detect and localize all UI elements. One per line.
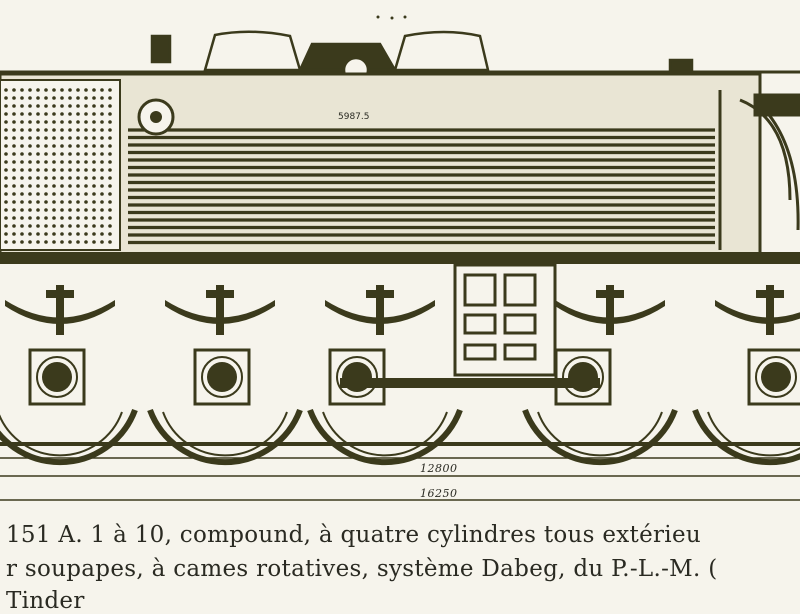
top-marks <box>376 15 407 20</box>
caption-line-1: 151 A. 1 à 10, compound, à quatre cylind… <box>6 522 701 548</box>
leaf-springs <box>5 285 800 335</box>
boiler-tubes <box>128 128 715 245</box>
axle-boxes <box>28 348 800 406</box>
running-board <box>0 252 800 264</box>
caption-line-3: Tinder <box>6 588 85 614</box>
driving-wheels <box>0 408 800 466</box>
locomotive-drawing <box>0 15 800 501</box>
smokebox-front <box>718 90 800 250</box>
firebox-staybolts <box>0 79 121 251</box>
cylinder-block <box>453 263 557 377</box>
caption-line-2: r soupapes, à cames rotatives, système D… <box>6 556 718 582</box>
dimension-lines <box>0 457 800 501</box>
dimension-outer-label: 16250 <box>420 487 458 500</box>
document-page: 5987.5 12800 16250 151 A. 1 à 10, compou… <box>0 15 800 614</box>
connecting-rod <box>340 378 600 388</box>
steam-domes <box>150 30 694 84</box>
dimension-inner-label: 12800 <box>420 462 458 475</box>
plate-number: 5987.5 <box>338 112 370 122</box>
